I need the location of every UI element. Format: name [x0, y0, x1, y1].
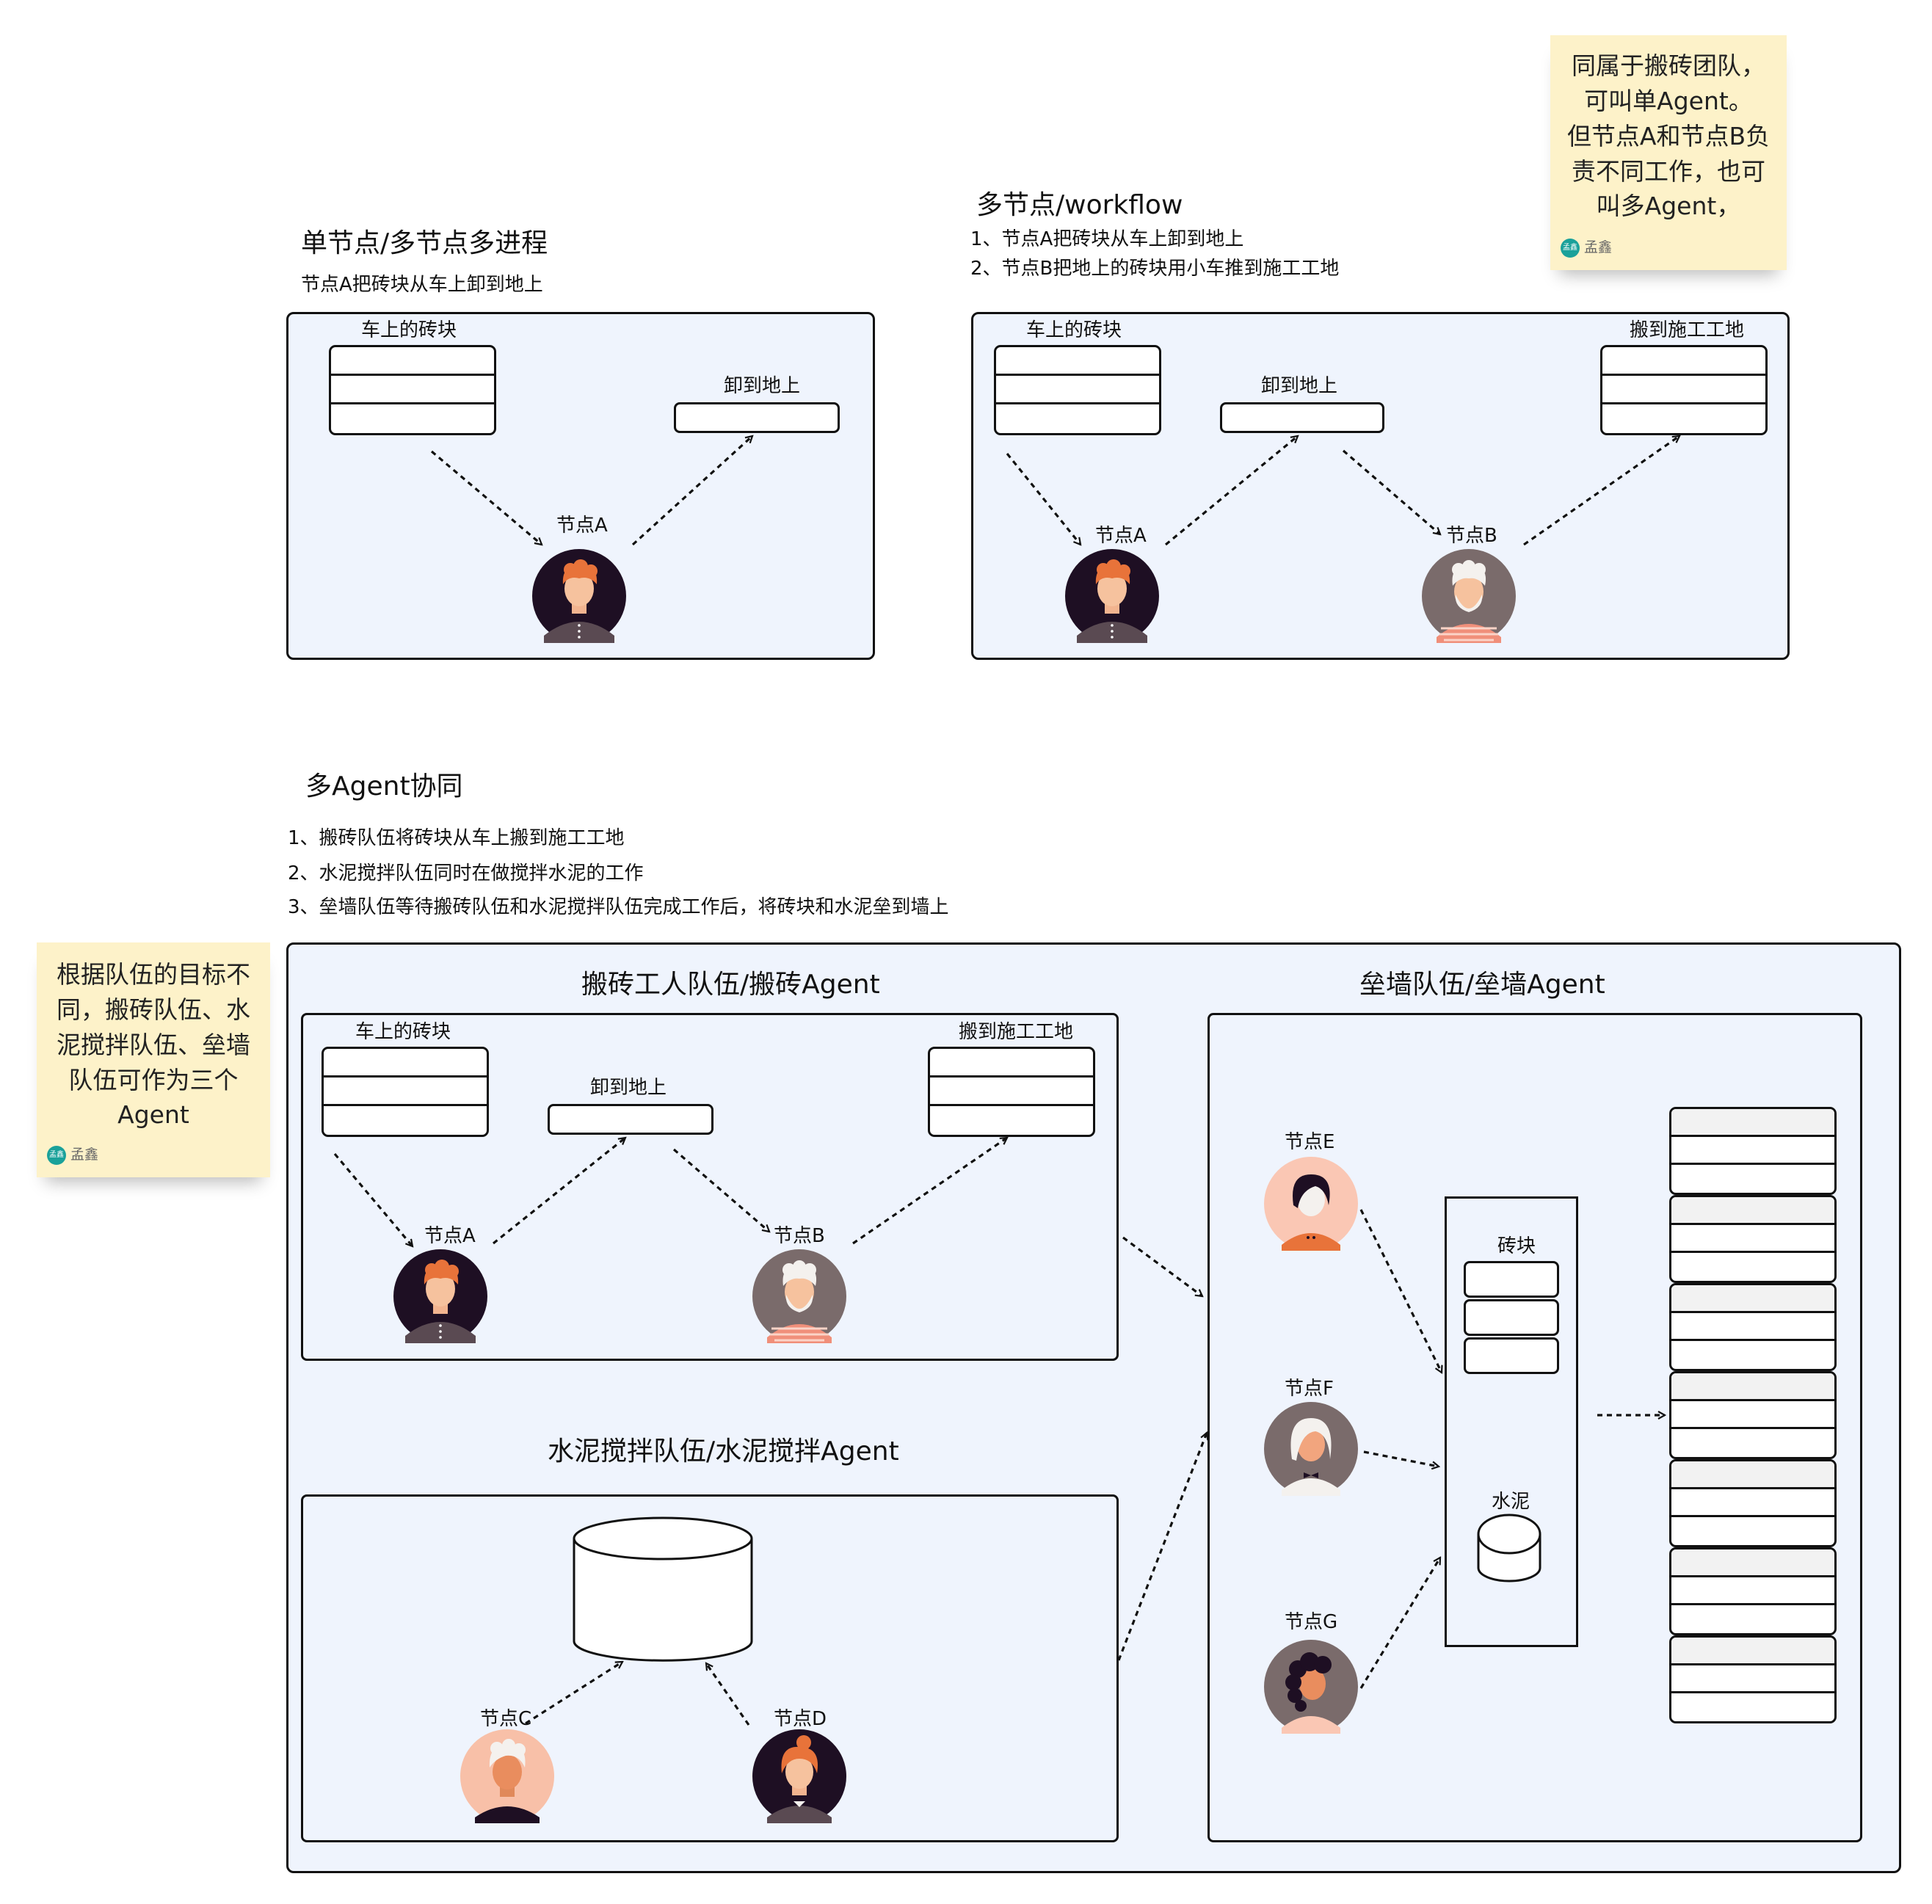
sticky-line: 队伍可作为三个	[68, 1065, 239, 1094]
worker-avatar-icon	[460, 1729, 554, 1823]
node-label: 节点F	[1285, 1378, 1334, 1400]
sticky-line: 同属于搬砖团队，	[1572, 51, 1765, 80]
sticky-note-top[interactable]: 同属于搬砖团队， 可叫单Agent。 但节点A和节点B负 责不同工作，也可 叫多…	[1550, 35, 1787, 270]
node-label: 节点E	[1285, 1131, 1335, 1153]
arrow	[493, 1138, 625, 1245]
arrow	[1117, 1433, 1207, 1661]
section3-step: 3、垒墙队伍等待搬砖队伍和水泥搅拌队伍完成工作后，将砖块和水泥垒到墙上	[288, 896, 949, 918]
stack-label: 车上的砖块	[355, 1021, 451, 1043]
worker-avatar-icon	[532, 549, 626, 643]
cement-cylinder-icon	[1477, 1514, 1541, 1583]
brick-team-title: 搬砖工人队伍/搬砖Agent	[581, 970, 880, 1000]
brick-block[interactable]	[1464, 1261, 1559, 1298]
stack-label: 搬到施工工地	[959, 1021, 1074, 1043]
arrow	[1359, 1209, 1442, 1373]
bricks-on-truck-stack[interactable]	[322, 1047, 489, 1137]
worker-avatar-icon	[1065, 549, 1159, 643]
section2-step: 2、节点B把地上的砖块用小车推到施工工地	[970, 258, 1340, 280]
bar-label: 卸到地上	[1261, 375, 1338, 397]
arrow	[852, 1136, 1007, 1245]
construction-site-stack[interactable]	[1600, 345, 1768, 435]
node-label: 节点A	[424, 1225, 476, 1247]
wall-segment[interactable]	[1669, 1195, 1837, 1283]
author-name: 孟鑫	[70, 1147, 99, 1163]
worker-avatar-icon	[752, 1249, 846, 1343]
arrow	[430, 450, 542, 545]
material-label: 砖块	[1497, 1235, 1536, 1257]
node-label: 节点A	[1095, 525, 1147, 547]
section2-title: 多节点/workflow	[976, 190, 1183, 220]
node-label: 节点G	[1285, 1611, 1338, 1633]
wall-segment[interactable]	[1669, 1459, 1837, 1547]
sticky-note-left[interactable]: 根据队伍的目标不 同，搬砖队伍、水 泥搅拌队伍、垒墙 队伍可作为三个 Agent…	[37, 942, 270, 1177]
stack-label: 车上的砖块	[1026, 319, 1122, 341]
author-avatar-icon: 孟鑫	[1561, 239, 1580, 258]
wall-segment[interactable]	[1669, 1371, 1837, 1459]
section3-title: 多Agent协同	[305, 771, 463, 802]
arrow	[525, 1660, 622, 1725]
arrow	[1523, 435, 1679, 546]
brick-block[interactable]	[1464, 1299, 1559, 1336]
bricks-on-truck-stack[interactable]	[329, 345, 496, 435]
wall-segment[interactable]	[1669, 1283, 1837, 1371]
worker-avatar-icon	[1264, 1640, 1358, 1734]
section3-step: 1、搬砖队伍将砖块从车上搬到施工工地	[288, 827, 625, 849]
stack-label: 搬到施工工地	[1630, 319, 1745, 341]
section3-step: 2、水泥搅拌队伍同时在做搅拌水泥的工作	[288, 862, 644, 884]
wall-segment[interactable]	[1669, 1107, 1837, 1195]
section2-step: 1、节点A把砖块从车上卸到地上	[970, 228, 1244, 250]
sticky-line: 同，搬砖队伍、水	[57, 995, 250, 1024]
arrow	[672, 1148, 769, 1232]
sticky-line: 责不同工作，也可	[1572, 156, 1765, 186]
wall-segment[interactable]	[1669, 1635, 1837, 1723]
flow-arrows	[333, 435, 1679, 1726]
worker-avatar-icon	[1422, 549, 1516, 643]
arrow	[705, 1663, 750, 1726]
sticky-author: 孟鑫 孟鑫	[1561, 238, 1612, 258]
arrow	[1342, 449, 1440, 534]
sticky-line: 泥搅拌队伍、垒墙	[57, 1030, 250, 1059]
worker-avatar-icon	[752, 1729, 846, 1823]
sticky-line: 根据队伍的目标不	[57, 960, 250, 989]
wall-segment[interactable]	[1669, 1547, 1837, 1635]
brick-block[interactable]	[1464, 1337, 1559, 1374]
arrow	[631, 436, 752, 546]
section1-title: 单节点/多节点多进程	[301, 228, 548, 258]
worker-avatar-icon	[393, 1249, 487, 1343]
arrow	[1122, 1236, 1202, 1296]
construction-site-stack[interactable]	[928, 1047, 1095, 1137]
bricks-on-truck-stack[interactable]	[994, 345, 1161, 435]
arrow	[1363, 1450, 1439, 1467]
node-label: 节点A	[556, 515, 608, 537]
author-name: 孟鑫	[1584, 239, 1613, 256]
arrow	[333, 1152, 413, 1246]
bar-label: 卸到地上	[590, 1077, 667, 1099]
node-label: 节点D	[774, 1708, 827, 1730]
arrow	[1164, 436, 1298, 546]
arrow	[1006, 452, 1081, 545]
stack-label: 车上的砖块	[361, 319, 457, 341]
sticky-author: 孟鑫 孟鑫	[47, 1145, 98, 1166]
unload-to-ground-bar[interactable]	[548, 1104, 713, 1135]
bar-label: 卸到地上	[724, 375, 801, 397]
wall-team-title: 垒墙队伍/垒墙Agent	[1359, 970, 1605, 1000]
unload-to-ground-bar[interactable]	[1220, 402, 1384, 433]
worker-avatar-icon	[1264, 1157, 1358, 1251]
sticky-line: 叫多Agent，	[1596, 192, 1741, 221]
node-label: 节点B	[774, 1225, 825, 1247]
cement-tank-icon	[573, 1516, 753, 1662]
author-avatar-icon: 孟鑫	[47, 1146, 66, 1166]
sticky-line: Agent	[117, 1100, 189, 1130]
sticky-line: 但节点A和节点B负	[1566, 121, 1771, 150]
cement-team-title: 水泥搅拌队伍/水泥搅拌Agent	[548, 1436, 899, 1467]
sticky-line: 可叫单Agent。	[1584, 86, 1753, 115]
unload-to-ground-bar[interactable]	[674, 402, 840, 433]
node-label: 节点B	[1446, 525, 1497, 547]
material-label: 水泥	[1492, 1491, 1530, 1513]
node-label: 节点C	[480, 1708, 532, 1730]
arrow	[1359, 1558, 1442, 1689]
worker-avatar-icon	[1264, 1402, 1358, 1496]
section1-subtitle: 节点A把砖块从车上卸到地上	[301, 274, 543, 296]
